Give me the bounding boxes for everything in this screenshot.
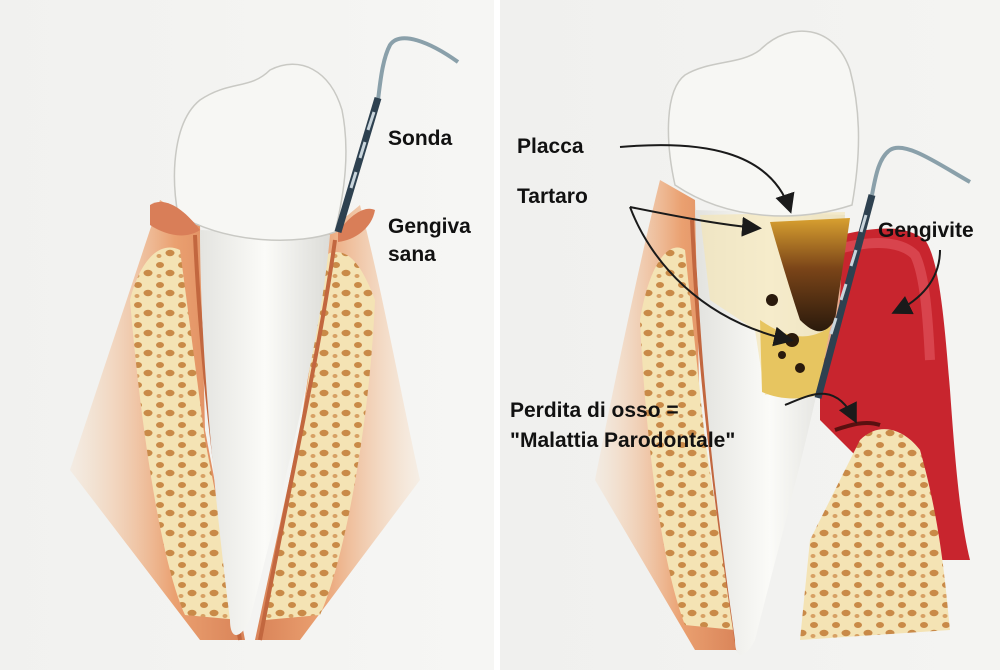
tooth-crown — [174, 64, 345, 240]
label-sonda: Sonda — [388, 126, 452, 152]
label-placca: Placca — [517, 134, 584, 160]
label-perdita-2: "Malattia Parodontale" — [510, 428, 735, 454]
healthy-tooth-illustration — [0, 0, 500, 670]
diseased-tooth-illustration — [500, 0, 1000, 670]
diseased-tooth-panel: Placca Tartaro Gengivite Perdita di osso… — [500, 0, 1000, 670]
label-perdita-1: Perdita di osso = — [510, 398, 679, 424]
label-tartaro: Tartaro — [517, 184, 588, 210]
tooth-crown — [668, 31, 858, 216]
label-gengivite: Gengivite — [878, 218, 974, 244]
healthy-tooth-panel: Sonda Gengiva sana — [0, 0, 500, 670]
label-gengiva-sana-1: Gengiva — [388, 214, 471, 240]
label-gengiva-sana-2: sana — [388, 242, 436, 268]
